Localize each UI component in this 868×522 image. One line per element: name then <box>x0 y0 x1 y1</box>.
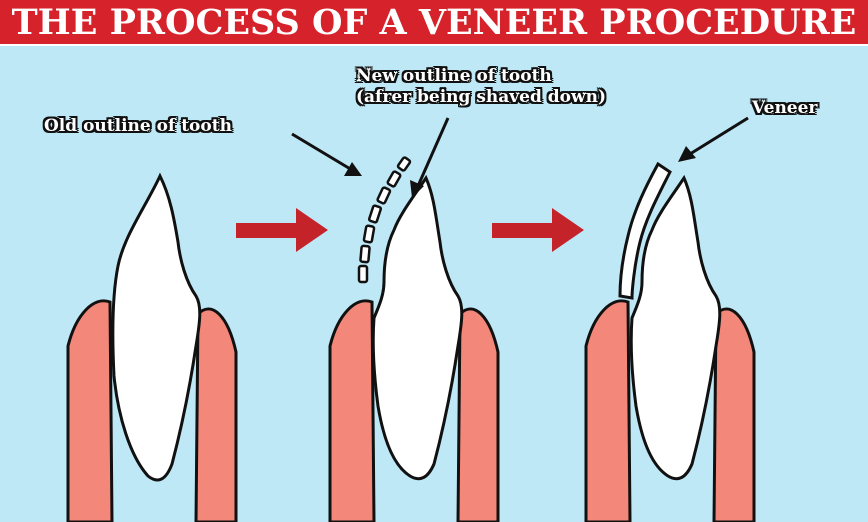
gum-left-2 <box>328 299 376 522</box>
gum-right-2 <box>456 307 500 522</box>
red-arrow-2 <box>492 208 584 252</box>
tooth-2 <box>371 174 464 481</box>
stage-shaved-tooth <box>328 156 500 522</box>
veneer-shell <box>618 161 672 300</box>
pointer-veneer <box>678 116 749 162</box>
gum-right-1 <box>194 307 238 522</box>
gum-right-3 <box>712 307 756 522</box>
label-new-outline-line1: New outline of tooth <box>356 66 552 86</box>
diagram-title: THE PROCESS OF A VENEER PROCEDURE <box>11 2 857 43</box>
red-arrow-1 <box>236 208 328 252</box>
label-old-outline: Old outline of tooth <box>44 116 232 136</box>
stage-tooth-with-veneer <box>584 161 756 522</box>
stage-original-tooth <box>66 172 238 522</box>
label-new-outline: New outline of tooth (afrer being shaved… <box>356 66 606 108</box>
gum-left-3 <box>584 299 632 522</box>
label-veneer: Veneer <box>752 98 818 118</box>
tooth-1 <box>111 172 202 482</box>
label-new-outline-line2: (afrer being shaved down) <box>356 87 607 107</box>
procedure-illustration <box>0 46 868 522</box>
diagram-scene: Old outline of tooth New outline of toot… <box>0 46 868 522</box>
gum-left-1 <box>66 299 114 522</box>
pointer-old-outline <box>291 132 362 176</box>
tooth-3 <box>629 174 722 481</box>
title-banner: THE PROCESS OF A VENEER PROCEDURE <box>0 0 868 46</box>
pointer-new-outline <box>410 117 450 198</box>
old-outline-dashes <box>357 156 412 284</box>
